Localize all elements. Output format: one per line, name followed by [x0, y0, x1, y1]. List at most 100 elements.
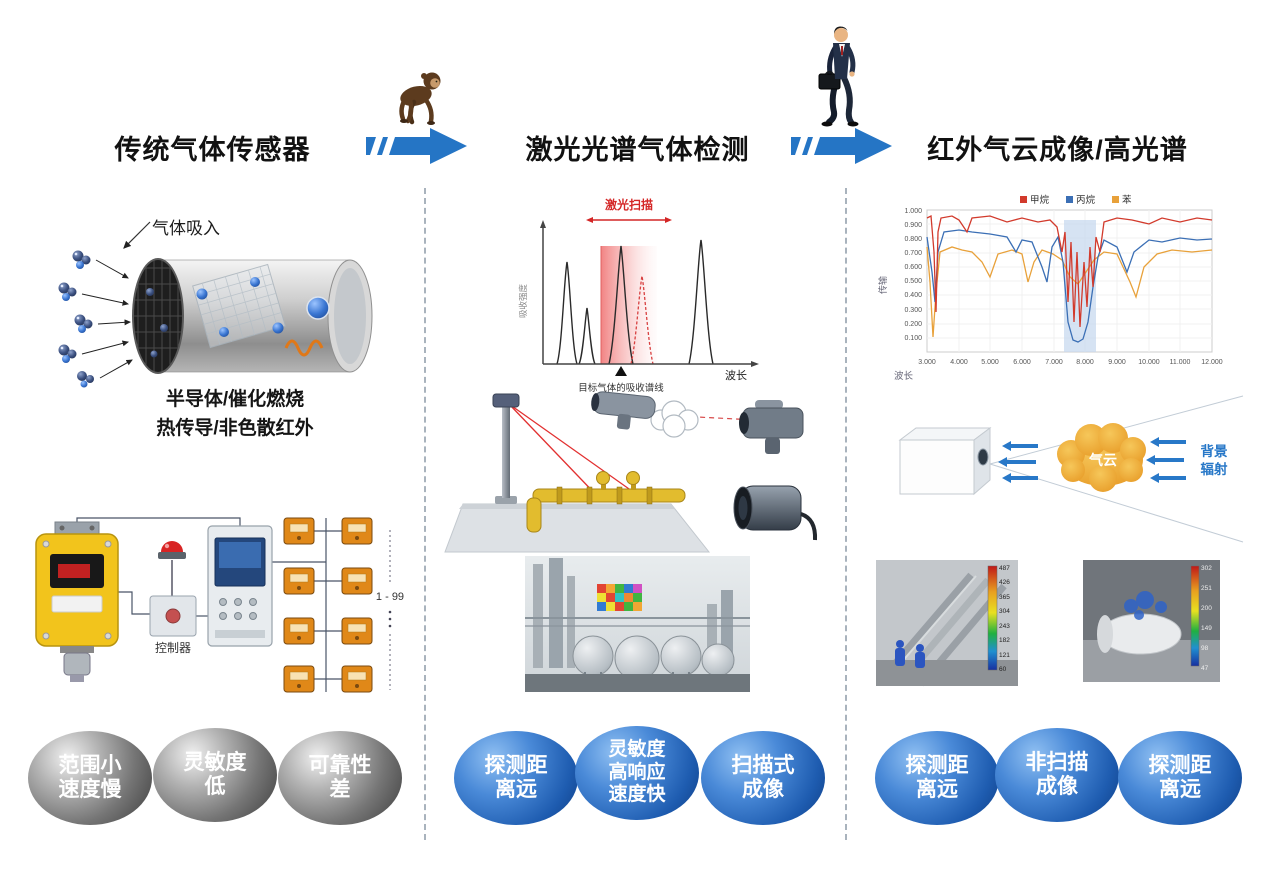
tick-label: 6.000 — [1013, 359, 1031, 366]
bubble-line: 探测距 — [905, 753, 969, 777]
tick-label: 200 — [1201, 605, 1212, 612]
tick-label: 304 — [999, 608, 1010, 615]
tick-label: 3.000 — [918, 359, 936, 366]
tick-label: 7.000 — [1045, 359, 1063, 366]
bubble-line: 差 — [329, 778, 351, 801]
tick-label: 98 — [1201, 645, 1209, 652]
bubble-line: 灵敏度 — [608, 739, 666, 761]
column-divider — [424, 188, 426, 840]
cloud-label: 气云 — [1088, 452, 1117, 468]
laser-scan-range-arrow — [586, 217, 672, 223]
radiation-label-line2: 辐射 — [1201, 461, 1229, 477]
system-wiring — [76, 517, 342, 692]
bubble-line: 成像 — [1036, 775, 1078, 798]
catalyst-grid — [192, 263, 286, 349]
tick-label: 365 — [999, 594, 1010, 601]
color-scale-ticks: 487 426 365 304 243 182 121 60 — [999, 565, 1010, 673]
count-label: 1 - 99 — [376, 591, 404, 603]
handheld-detector — [591, 391, 656, 430]
tick-label: 11.000 — [1170, 359, 1191, 366]
tick-label: 10.000 — [1138, 359, 1160, 366]
radiation-label-line1: 背景 — [1201, 443, 1229, 459]
x-axis-label: 波长 — [725, 369, 747, 382]
imager-device — [739, 400, 804, 454]
laser-scan-label: 激光扫描 — [605, 197, 653, 212]
laser-beam — [508, 403, 602, 501]
tick-label: 5.000 — [981, 359, 999, 366]
benzene-line — [926, 246, 1213, 338]
bubble-line: 扫描式 — [731, 753, 795, 777]
ir-camera — [898, 427, 992, 496]
bubble-line: 成像 — [742, 778, 784, 801]
color-scale-bar — [987, 565, 998, 671]
bubble-line: 可靠性 — [308, 753, 372, 777]
camera-lens — [977, 448, 989, 466]
column-title-infrared: 红外气云成像/高光谱 — [927, 135, 1188, 165]
gas-molecules — [58, 250, 94, 388]
y-axis-label: 吸收强度 — [518, 284, 528, 319]
camera-cable — [800, 512, 818, 541]
gas-detector-device — [35, 521, 119, 682]
remote-detector-boxes — [283, 517, 373, 693]
color-scale-bar — [1190, 565, 1200, 667]
bubble-line: 离远 — [495, 778, 537, 801]
junction-box — [149, 595, 197, 637]
tech-line-1: 半导体/催化燃烧 — [165, 389, 305, 410]
bubble-line: 速度慢 — [58, 778, 122, 801]
column-divider — [845, 188, 847, 840]
tick-label: 0.100 — [904, 335, 922, 342]
tick-label: 426 — [999, 579, 1010, 586]
tick-label: 302 — [1201, 565, 1212, 572]
legend-label: 丙烷 — [1076, 194, 1096, 206]
bubble-line: 非扫描 — [1025, 750, 1089, 774]
bubble-detection-distance: 探测距 离远 — [454, 731, 578, 825]
bubble-sensitivity-response: 灵敏度 高响应 速度快 — [575, 726, 699, 820]
alarm-beacon — [158, 541, 186, 596]
transmission-spectrum-chart: 甲烷 丙烷 苯 1.000 0.900 0.800 0.700 0.600 0.… — [877, 194, 1223, 382]
color-scale-ticks: 302 251 200 149 98 47 — [1201, 565, 1212, 672]
heater-coil — [284, 339, 324, 357]
tick-label: 1.000 — [904, 208, 922, 215]
industrial-plant-photo — [525, 556, 750, 692]
laser-scanning-scene — [444, 391, 818, 553]
monkey-figure — [399, 72, 441, 125]
tick-label: 487 — [999, 565, 1010, 572]
bubble-scanning-imaging: 扫描式 成像 — [701, 731, 825, 825]
target-marker — [615, 366, 627, 376]
thermal-image-tank: 302 251 200 149 98 47 — [1083, 560, 1220, 682]
tick-label: 251 — [1201, 585, 1212, 592]
sensor-technology-text: 半导体/催化燃烧 热传导/非色散红外 — [115, 386, 355, 443]
tick-label: 0.600 — [904, 264, 922, 271]
legend-label: 苯 — [1122, 194, 1132, 206]
scanned-line-dashed — [630, 275, 654, 365]
background-radiation-arrows — [1146, 437, 1186, 483]
bubble-range-speed: 范围小 速度慢 — [28, 731, 152, 825]
bubble-line: 离远 — [1159, 778, 1201, 801]
gas-leak-cloud — [650, 400, 699, 438]
bubble-line: 低 — [204, 775, 226, 798]
tick-label: 0.700 — [904, 250, 922, 257]
pipe-valve — [596, 471, 610, 485]
tech-line-2: 热传导/非色散红外 — [156, 417, 314, 439]
tick-label: 149 — [1201, 625, 1212, 632]
x-axis-label: 波长 — [894, 370, 914, 382]
legend-label: 甲烷 — [1030, 194, 1050, 206]
laser-mast — [492, 393, 520, 504]
tick-label: 0.400 — [904, 292, 922, 299]
tick-label: 47 — [1201, 665, 1209, 672]
bubble-line: 速度快 — [608, 784, 666, 806]
ir-imaging-scene: 气云 背景 辐射 — [898, 395, 1244, 543]
arrow-right-icon — [791, 128, 892, 164]
sensor-cylinder — [132, 258, 373, 374]
platform — [444, 503, 711, 553]
gas-intake-label: 气体吸入 — [152, 219, 220, 238]
bubble-sensitivity-low: 灵敏度 低 — [153, 728, 277, 822]
chart-caption: 目标气体的吸收谱线 — [578, 382, 664, 394]
chart-axes — [542, 226, 753, 365]
tick-label: 121 — [999, 652, 1010, 659]
x-axis-ticks: 3.000 4.000 5.000 6.000 7.000 8.000 9.00… — [918, 359, 1223, 366]
absorption-peaks — [556, 239, 714, 365]
column-title-laser: 激光光谱气体检测 — [525, 135, 750, 165]
detector-count-annotation: 1 - 99 — [376, 530, 404, 690]
